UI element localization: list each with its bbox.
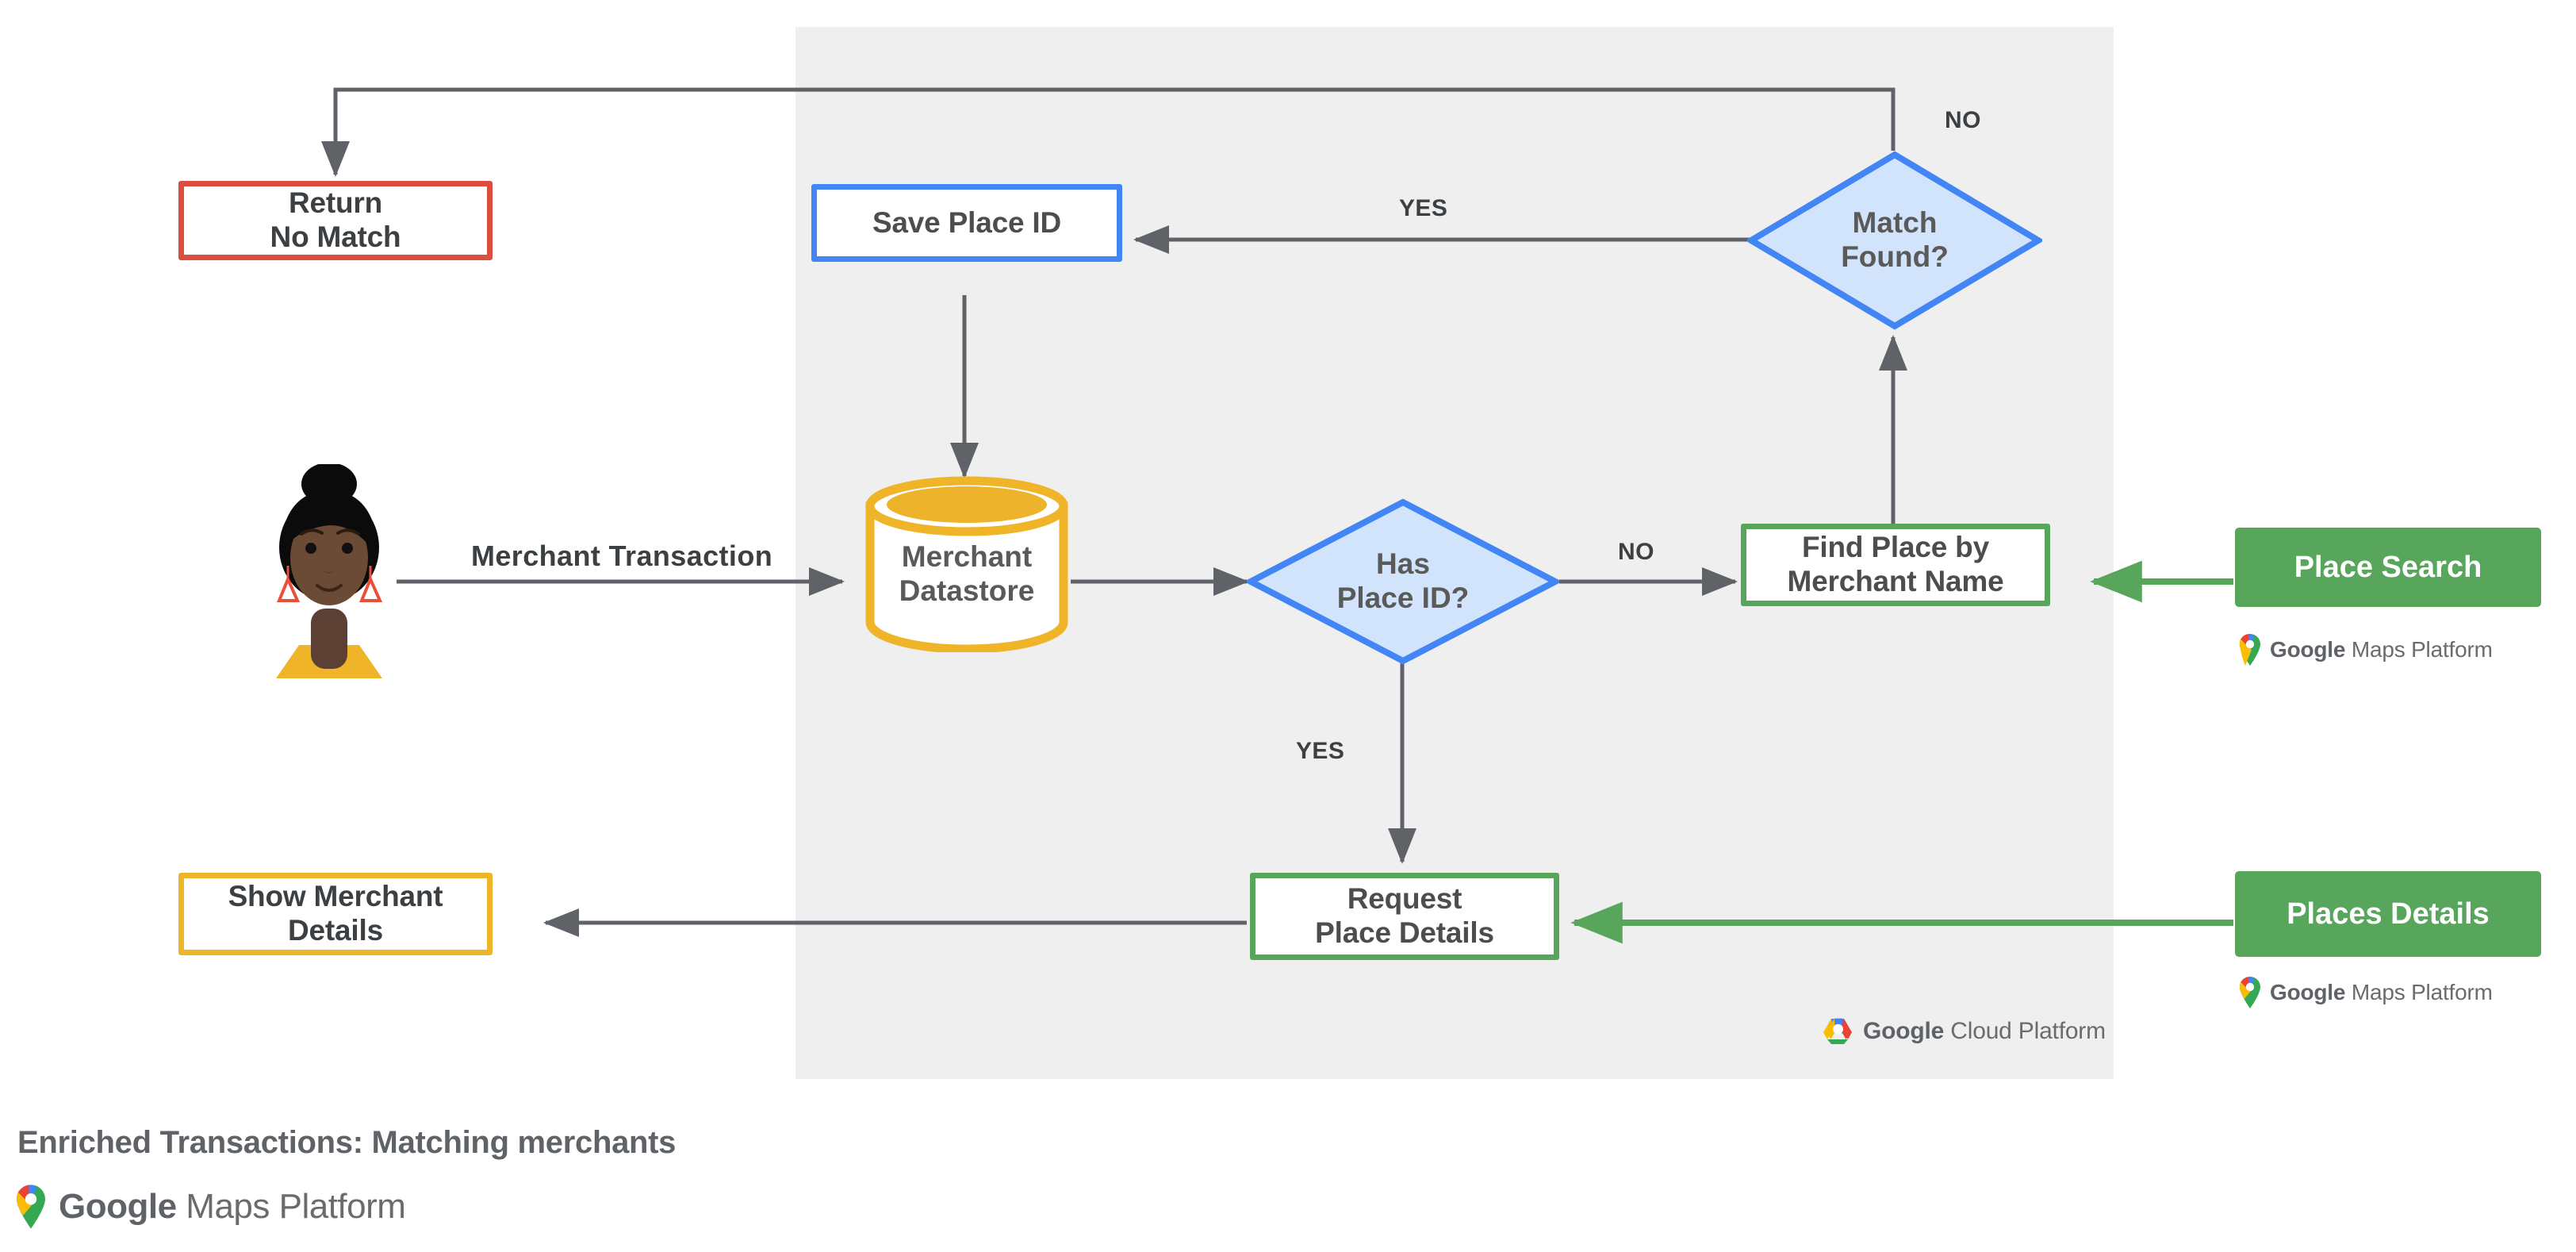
edge-label-match-found-yes: YES xyxy=(1399,195,1448,221)
node-match-found[interactable]: Match Found? xyxy=(1747,151,2042,330)
google-cloud-hexagon-icon xyxy=(1823,1018,1852,1044)
node-request-place-details[interactable]: Request Place Details xyxy=(1250,873,1559,960)
node-show-merchant-details[interactable]: Show Merchant Details xyxy=(178,873,493,955)
node-return-no-match-label: Return No Match xyxy=(270,186,401,253)
edge-label-has-place-id-yes: YES xyxy=(1296,738,1345,764)
node-places-details[interactable]: Places Details xyxy=(2235,871,2541,957)
places-details-gmp-text: Google Maps Platform xyxy=(2270,980,2493,1004)
node-match-found-label: Match Found? xyxy=(1841,206,1949,273)
google-maps-pin-icon xyxy=(2239,634,2260,666)
node-find-place-by-merchant-name[interactable]: Find Place by Merchant Name xyxy=(1741,524,2050,606)
place-search-gmp-text: Google Maps Platform xyxy=(2270,637,2493,662)
node-has-place-id[interactable]: Has Place ID? xyxy=(1247,498,1559,665)
node-show-merchant-details-label: Show Merchant Details xyxy=(228,880,443,947)
caption-gmp-text: Google Maps Platform xyxy=(59,1187,406,1226)
node-places-details-label: Places Details xyxy=(2287,897,2490,931)
place-search-gmp-logo: Google Maps Platform xyxy=(2238,633,2493,666)
node-save-place-id-label: Save Place ID xyxy=(872,205,1062,239)
diagram-caption: Enriched Transactions: Matching merchant… xyxy=(17,1125,677,1160)
node-find-place-label: Find Place by Merchant Name xyxy=(1787,531,2004,597)
edge-label-merchant-transaction: Merchant Transaction xyxy=(471,540,773,572)
places-details-gmp-logo: Google Maps Platform xyxy=(2238,976,2493,1009)
google-maps-pin-icon xyxy=(2240,977,2260,1008)
edge-label-has-place-id-no: NO xyxy=(1618,539,1654,565)
edge-label-match-found-no: NO xyxy=(1945,107,1981,133)
node-has-place-id-label: Has Place ID? xyxy=(1336,547,1470,614)
google-cloud-platform-logo-text: Google Cloud Platform xyxy=(1863,1018,2106,1044)
merchant-customer-avatar xyxy=(262,463,397,678)
node-save-place-id[interactable]: Save Place ID xyxy=(811,184,1122,262)
google-maps-pin-icon xyxy=(17,1185,45,1229)
node-request-place-details-label: Request Place Details xyxy=(1315,882,1494,949)
node-merchant-datastore-label: Merchant Datastore xyxy=(899,540,1035,607)
caption-gmp-logo: Google Maps Platform xyxy=(14,1184,406,1230)
node-place-search[interactable]: Place Search xyxy=(2235,528,2541,607)
node-merchant-datastore[interactable]: Merchant Datastore xyxy=(863,476,1071,652)
google-cloud-platform-logo: Google Cloud Platform xyxy=(1822,1017,2106,1046)
node-return-no-match[interactable]: Return No Match xyxy=(178,181,493,260)
node-place-search-label: Place Search xyxy=(2294,550,2482,584)
